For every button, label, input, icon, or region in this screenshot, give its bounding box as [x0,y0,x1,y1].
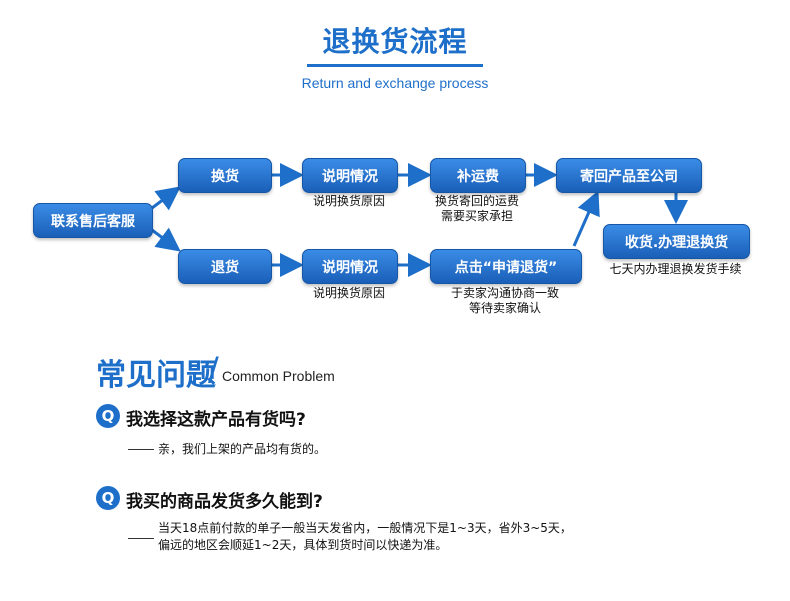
page-title: 退换货流程 [322,25,468,58]
faq-question-1: 我选择这款产品有货吗? [126,410,306,430]
flow-receive-note: 七天内办理退换发货手续 [609,262,742,276]
flow-shipping-note-1: 换货寄回的运费 [434,194,519,208]
faq-answer-1: 亲，我们上架的产品均有货的。 [158,442,327,456]
faq-answer-2-line-2: 偏远的地区会顺延1~2天，具体到货时间以快递为准。 [158,538,448,552]
flow-exchange-box: 换货 [178,158,272,193]
flow-explain-top-note: 说明换货原因 [312,194,385,208]
flow-explain-bottom-box: 说明情况 [302,249,398,284]
arrow-start-exchange [151,186,181,211]
flow-apply-box: 点击“申请退货” [430,249,582,284]
faq-slash: / [208,350,219,388]
title-underline [307,64,483,67]
flow-shipping-note-2: 需要买家承担 [440,209,513,223]
faq-title: 常见问题 [96,358,216,393]
arrow-start-return [151,227,181,252]
flow-apply-note-2: 等待卖家确认 [468,301,541,315]
faq-answer-2-line-1: 当天18点前付款的单子一般当天发省内，一般情况下是1~3天，省外3~5天， [158,521,572,535]
flow-apply-note-1: 于卖家沟通协商一致 [450,286,559,300]
question-icon: Q [96,404,120,428]
flow-explain-bottom-note: 说明换货原因 [312,286,385,300]
faq-subtitle: Common Problem [222,368,335,384]
page-subtitle: Return and exchange process [301,75,489,91]
answer-dash-2 [128,538,154,539]
flow-receive-box: 收货.办理退换货 [603,224,750,259]
flow-sendback-box: 寄回产品至公司 [556,158,702,193]
flow-explain-top-box: 说明情况 [302,158,398,193]
flow-start-box: 联系售后客服 [33,203,153,238]
answer-dash-1 [128,449,154,450]
arrow-apply-sendback [572,190,600,247]
question-icon: Q [96,486,120,510]
flow-shipping-box: 补运费 [430,158,526,193]
flow-return-box: 退货 [178,249,272,284]
faq-question-2: 我买的商品发货多久能到? [126,492,323,512]
